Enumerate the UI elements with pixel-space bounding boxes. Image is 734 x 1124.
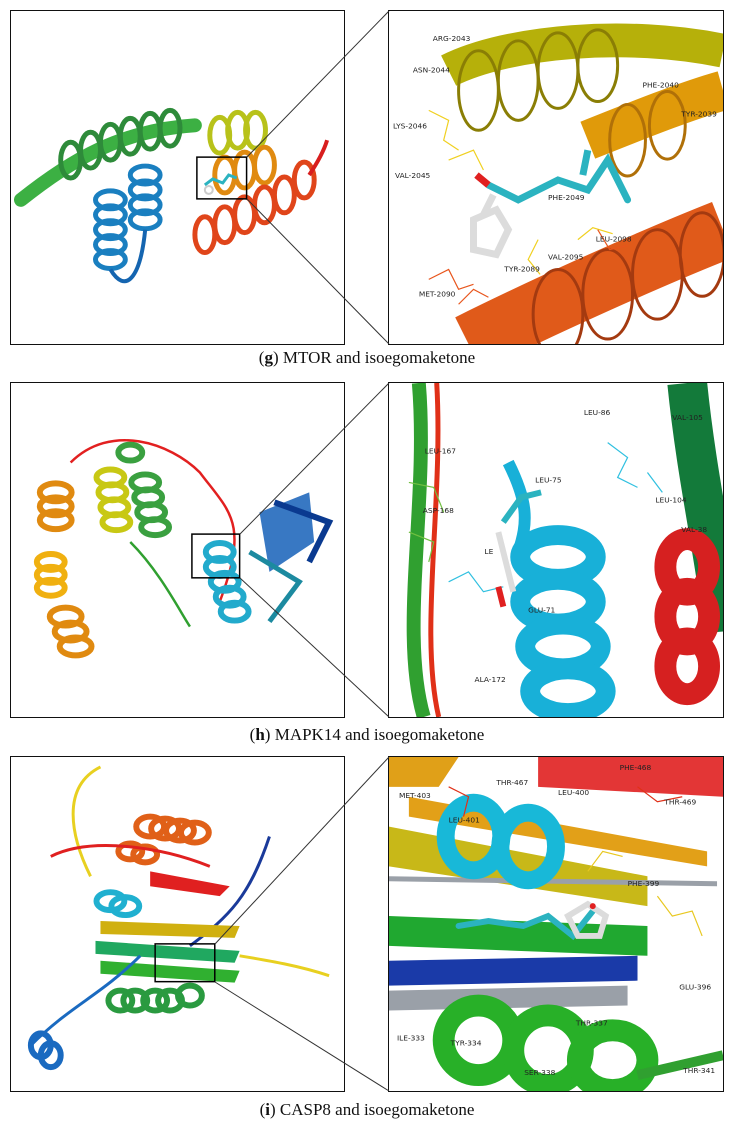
panel-i-caption-text: CASP8 and isoegomaketone bbox=[279, 1100, 475, 1119]
residue-label-g-10: MET-2090 bbox=[419, 289, 456, 298]
panel-h-zoom-image: LEU-86 VAL-105 LEU-167 LEU-75 LEU-104 AS… bbox=[388, 382, 724, 718]
residue-label-h-9: ALA-172 bbox=[474, 675, 505, 684]
residue-label-i-5: LEU-401 bbox=[449, 816, 480, 825]
mapk14-overview-structure bbox=[33, 439, 334, 659]
residue-label-i-8: THR-337 bbox=[575, 1018, 608, 1027]
residue-label-h-5: ASP-168 bbox=[423, 506, 454, 515]
panel-i-letter: i bbox=[265, 1100, 270, 1119]
residue-label-h-7: LE bbox=[484, 547, 493, 556]
residue-label-i-2: MET-403 bbox=[399, 791, 431, 800]
residue-label-g-3: VAL-2045 bbox=[395, 171, 431, 180]
residue-label-g-2: LYS-2046 bbox=[393, 121, 427, 130]
residue-label-h-1: VAL-105 bbox=[672, 413, 703, 422]
residue-label-i-1: THR-467 bbox=[495, 778, 528, 787]
residue-label-i-6: PHE-399 bbox=[628, 879, 660, 888]
panel-g-overview-image bbox=[10, 10, 345, 345]
panel-h-caption-text: MAPK14 and isoegomaketone bbox=[274, 725, 485, 744]
residue-label-g-7: LEU-2098 bbox=[596, 235, 632, 244]
residue-label-g-9: TYR-2089 bbox=[503, 264, 540, 273]
residue-label-h-2: LEU-167 bbox=[425, 447, 456, 456]
mapk14-binding-site: LEU-86 VAL-105 LEU-167 LEU-75 LEU-104 AS… bbox=[406, 383, 723, 717]
panel-i-caption: (i) CASP8 and isoegomaketone bbox=[259, 1100, 475, 1119]
panel-g-letter: g bbox=[264, 348, 273, 367]
residue-label-g-6: PHE-2049 bbox=[548, 193, 585, 202]
residue-label-i-3: LEU-400 bbox=[558, 788, 589, 797]
residue-label-g-0: ARG-2043 bbox=[433, 34, 471, 43]
panel-g: ARG-2043 ASN-2044 LYS-2046 VAL-2045 PHE-… bbox=[0, 0, 734, 370]
panel-h: LEU-86 VAL-105 LEU-167 LEU-75 LEU-104 AS… bbox=[0, 372, 734, 747]
panel-h-caption: (h) MAPK14 and isoegomaketone bbox=[249, 725, 485, 744]
residue-label-i-10: TYR-334 bbox=[450, 1038, 482, 1047]
panel-i-overview-image bbox=[10, 756, 345, 1092]
residue-label-i-9: ILE-333 bbox=[397, 1033, 425, 1042]
residue-label-i-7: GLU-396 bbox=[679, 983, 711, 992]
residue-label-h-4: LEU-104 bbox=[655, 495, 686, 504]
residue-label-h-0: LEU-86 bbox=[584, 408, 611, 417]
residue-label-i-12: THR-341 bbox=[682, 1066, 715, 1075]
residue-label-h-8: GLU-71 bbox=[528, 606, 555, 615]
panel-h-overview-image bbox=[10, 382, 345, 718]
panel-i-zoom-image: PHE-468 THR-467 MET-403 LEU-400 THR-469 … bbox=[388, 756, 724, 1092]
mtor-overview-structure bbox=[13, 107, 330, 284]
residue-label-i-11: SER-338 bbox=[524, 1068, 555, 1077]
panel-g-caption: (g) MTOR and isoegomaketone bbox=[258, 348, 476, 367]
residue-label-i-4: THR-469 bbox=[663, 798, 696, 807]
residue-label-h-6: VAL-38 bbox=[681, 525, 707, 534]
panel-i: PHE-468 THR-467 MET-403 LEU-400 THR-469 … bbox=[0, 748, 734, 1124]
casp8-binding-site: PHE-468 THR-467 MET-403 LEU-400 THR-469 … bbox=[389, 757, 723, 1091]
casp8-overview-structure bbox=[27, 765, 330, 1071]
residue-label-g-5: TYR-2039 bbox=[680, 109, 717, 118]
mtor-binding-site: ARG-2043 ASN-2044 LYS-2046 VAL-2045 PHE-… bbox=[393, 23, 723, 344]
residue-label-g-1: ASN-2044 bbox=[413, 66, 450, 75]
panel-g-caption-text: MTOR and isoegomaketone bbox=[282, 348, 476, 367]
residue-label-i-0: PHE-468 bbox=[620, 763, 652, 772]
residue-label-g-8: VAL-2095 bbox=[548, 253, 584, 262]
residue-label-h-3: LEU-75 bbox=[535, 475, 562, 484]
panel-h-letter: h bbox=[255, 725, 265, 744]
panel-g-zoom-image: ARG-2043 ASN-2044 LYS-2046 VAL-2045 PHE-… bbox=[388, 10, 724, 345]
residue-label-g-4: PHE-2040 bbox=[642, 81, 679, 90]
